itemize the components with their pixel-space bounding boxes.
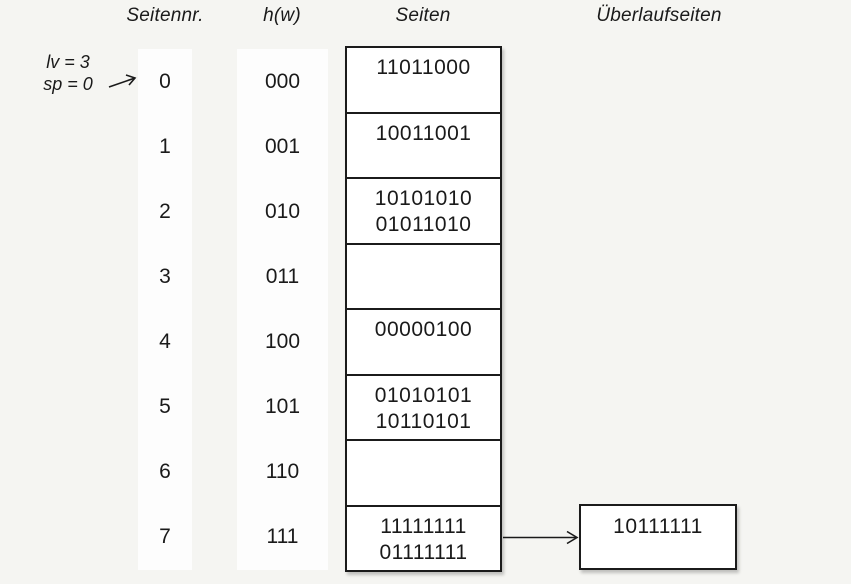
page-cell: [347, 245, 500, 310]
page-entry: 01011010: [375, 213, 472, 236]
column-header-seiten: Seiten: [395, 5, 451, 26]
page-entry: 00000100: [374, 318, 473, 341]
page-cell: 00000100: [347, 310, 500, 376]
page-entry: 11111111: [380, 514, 467, 538]
hash-value: 100: [264, 330, 301, 354]
overflow-arrow-icon: [503, 530, 579, 545]
page-cell: 10011001: [347, 114, 500, 179]
page-cell: [347, 441, 500, 507]
page-cell: 11011000: [347, 48, 500, 114]
page-entry: 10110101: [375, 409, 472, 433]
row-number: 7: [159, 525, 171, 549]
column-header-ueberlaufseiten: Überlaufseiten: [596, 5, 722, 26]
page-entry: 01010101: [374, 383, 473, 407]
annotation-sp: sp = 0: [43, 74, 93, 94]
hash-value: 000: [264, 69, 301, 93]
overflow-page-entry: 10111111: [613, 515, 703, 538]
annotation-lv: lv = 3: [46, 52, 90, 72]
row-number: 1: [159, 134, 171, 158]
row-number: 6: [159, 460, 171, 484]
state-annotation: lv = 3 sp = 0: [26, 51, 110, 95]
pages-box: 11011000 10011001 10101010 01011010 00000100…: [345, 46, 502, 572]
row-number: 5: [159, 395, 171, 419]
hash-value: 111: [266, 525, 299, 549]
page-entry: 10011001: [375, 121, 472, 145]
hash-value: 110: [265, 460, 300, 484]
row-number: 0: [159, 69, 171, 93]
hash-value: 001: [264, 134, 301, 158]
row-number: 3: [159, 264, 171, 288]
page-entry: 01111111: [379, 540, 468, 564]
hash-value: 011: [265, 264, 300, 288]
column-header-hw: h(w): [263, 5, 301, 26]
column-header-seitennr: Seitennr.: [126, 5, 204, 26]
page-cell: 10101010 01011010: [347, 179, 500, 245]
row-number: 4: [159, 330, 171, 354]
hw-column: 000 001 010 011 100 101 110 111: [237, 49, 328, 570]
hash-value: 010: [264, 199, 301, 223]
overflow-page-box: 10111111: [579, 504, 737, 570]
hash-value: 101: [264, 395, 301, 419]
annotation-arrow-icon: [108, 74, 137, 88]
page-entry: 11011000: [376, 56, 471, 79]
page-entry: 10101010: [374, 187, 473, 210]
seitennr-column: 0 1 2 3 4 5 6 7: [138, 49, 192, 570]
row-number: 2: [159, 199, 171, 223]
